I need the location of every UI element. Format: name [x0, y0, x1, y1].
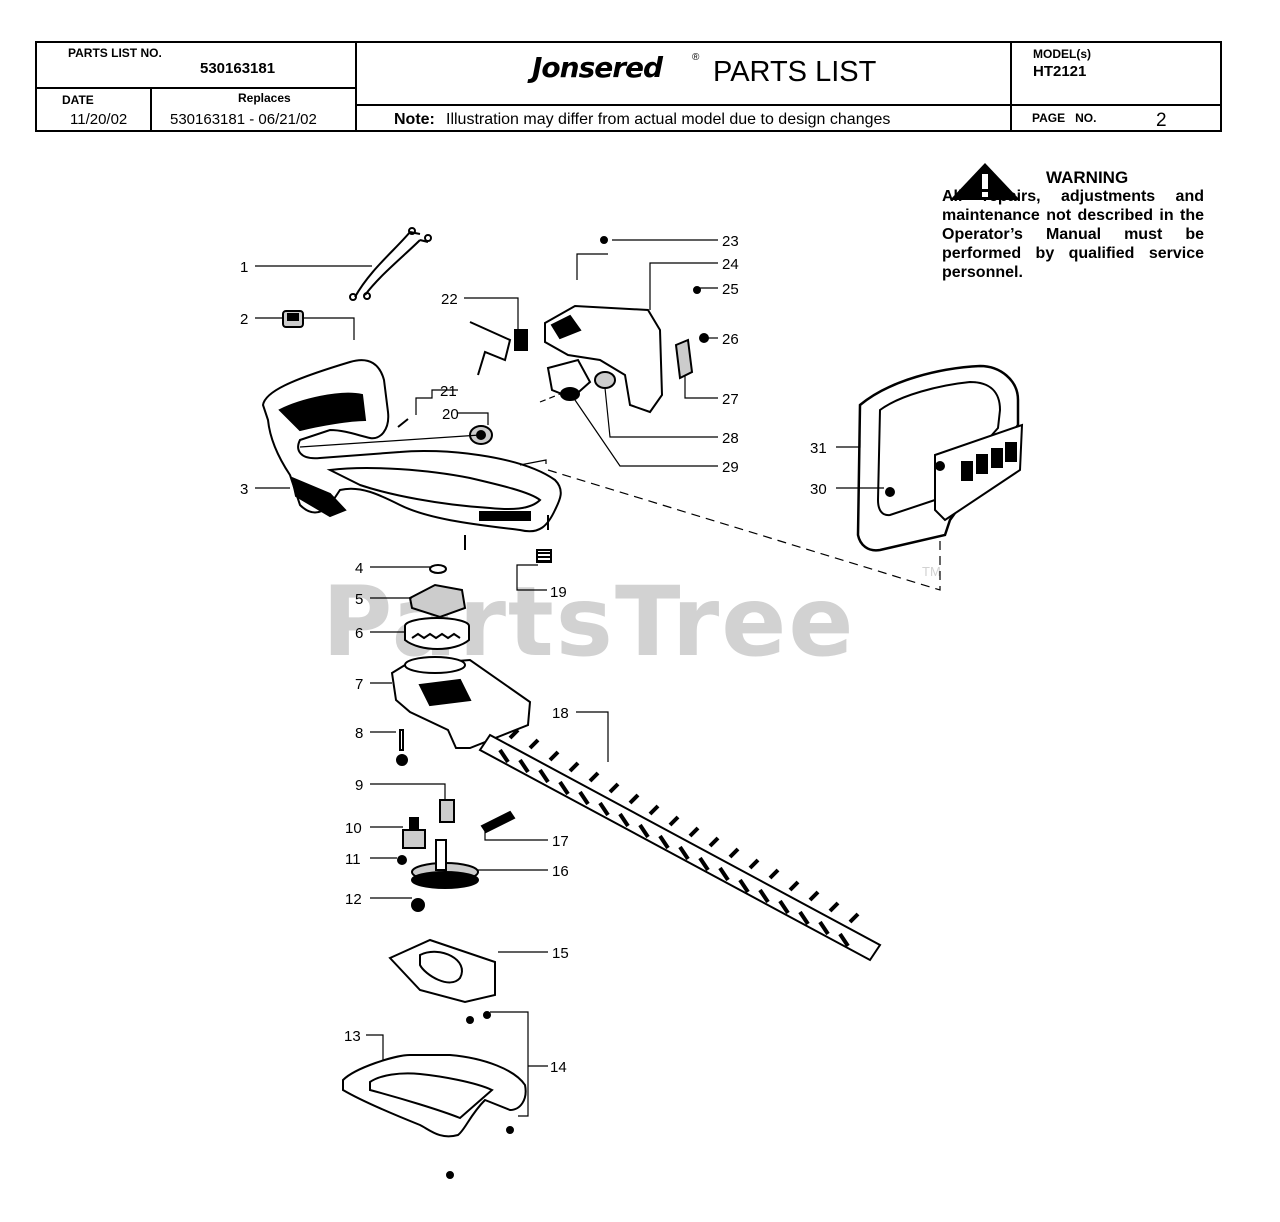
ring-part	[594, 371, 616, 389]
callout-12: 12	[345, 891, 362, 908]
callout-numbers: 1 2 3 4 5 6 7 8 9 10 11 12 13 14 15 16 1…	[240, 233, 827, 1076]
alignment-dashed-line	[539, 393, 561, 403]
gear-ring-part	[404, 617, 470, 650]
blade-part	[478, 728, 882, 962]
callout-4: 4	[355, 560, 363, 577]
trigger-part	[469, 321, 528, 376]
callout-25: 25	[722, 281, 739, 298]
handle-cover-part	[544, 304, 664, 414]
cover-plate-part	[388, 938, 496, 1004]
page-title: PARTS LIST	[713, 56, 877, 88]
callout-6: 6	[355, 625, 363, 642]
warning-title: WARNING	[1046, 168, 1129, 187]
replaces-label: Replaces	[238, 91, 291, 105]
callout-9: 9	[355, 777, 363, 794]
rear-handle-part	[261, 359, 562, 550]
brand-logo: Jonsered	[532, 51, 663, 84]
connecting-rod-part	[480, 810, 516, 834]
callout-27: 27	[722, 391, 739, 408]
wire-harness-part	[349, 227, 432, 301]
callout-20: 20	[442, 406, 459, 423]
brand-registered-mark: ®	[692, 52, 700, 63]
watermark-tm: TM	[922, 564, 941, 579]
callout-1: 1	[240, 259, 248, 276]
callout-30: 30	[810, 481, 827, 498]
callout-31: 31	[810, 440, 827, 457]
parts-list-no-label: PARTS LIST NO.	[68, 46, 162, 60]
knob-part	[469, 425, 493, 445]
callout-5: 5	[355, 591, 363, 608]
callout-2: 2	[240, 311, 248, 328]
screw-part	[885, 487, 895, 497]
header-divider	[355, 104, 1222, 106]
callout-18: 18	[552, 705, 569, 722]
page-no-value: 2	[1156, 110, 1167, 131]
bottom-frame-part	[342, 1054, 527, 1138]
alignment-dashed-line	[547, 469, 941, 591]
model-value: HT2121	[1033, 63, 1087, 80]
callout-22: 22	[441, 291, 458, 308]
date-label: DATE	[62, 93, 94, 107]
model-label: MODEL(s)	[1033, 47, 1091, 61]
callout-3: 3	[240, 481, 248, 498]
hinge-part	[546, 358, 592, 401]
header-divider	[1010, 41, 1012, 132]
callout-29: 29	[722, 459, 739, 476]
callout-28: 28	[722, 430, 739, 447]
callout-13: 13	[344, 1028, 361, 1045]
callout-11: 11	[345, 851, 361, 868]
callout-24: 24	[722, 256, 739, 273]
warning-icon	[950, 163, 1020, 200]
callout-8: 8	[355, 725, 363, 742]
callout-23: 23	[722, 233, 739, 250]
page-no-label: PAGE NO.	[1032, 111, 1097, 125]
callout-10: 10	[345, 820, 362, 837]
front-handle-part	[856, 364, 1024, 552]
pin-part	[397, 418, 409, 428]
spring-part	[536, 549, 552, 563]
parts-list-no: 530163181	[200, 60, 276, 77]
bearing-cover-part	[408, 583, 467, 619]
callout-17: 17	[552, 833, 569, 850]
note-text: Illustration may differ from actual mode…	[446, 111, 891, 128]
callout-21: 21	[440, 383, 457, 400]
bushing-part	[439, 799, 455, 823]
pinion-part	[402, 817, 426, 849]
callout-19: 19	[550, 584, 567, 601]
header-table	[35, 41, 1222, 132]
switch-part	[282, 310, 304, 328]
callout-14: 14	[550, 1059, 567, 1076]
gear-housing-part	[390, 656, 532, 749]
header-divider	[150, 87, 152, 132]
washer-part	[429, 564, 447, 574]
main-gear-part	[411, 839, 479, 889]
screw-part	[396, 729, 408, 766]
callout-15: 15	[552, 945, 569, 962]
header-divider	[355, 41, 357, 132]
replaces-value: 530163181 - 06/21/02	[170, 111, 317, 128]
callout-7: 7	[355, 676, 363, 693]
date-value: 11/20/02	[70, 111, 128, 128]
header-divider	[35, 87, 355, 89]
nut-part	[411, 898, 425, 912]
callout-26: 26	[722, 331, 739, 348]
leader-lines	[255, 239, 884, 1117]
header-divider	[1010, 104, 1222, 106]
callout-16: 16	[552, 863, 569, 880]
watermark-text: PartsTree	[322, 566, 855, 678]
note-label: Note:	[394, 111, 435, 128]
latch-part	[674, 338, 694, 380]
screw-part	[397, 855, 407, 865]
